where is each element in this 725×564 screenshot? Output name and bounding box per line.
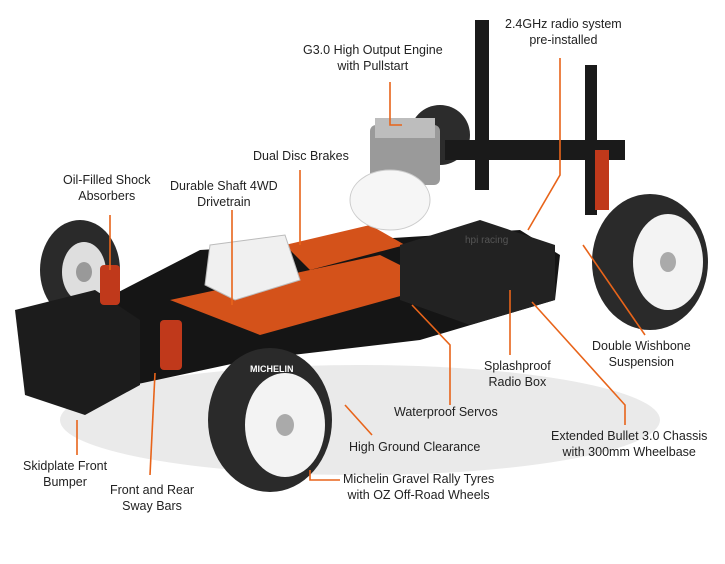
fuel-tank xyxy=(204,234,301,301)
leader-lines xyxy=(76,58,646,481)
leader-wishbone xyxy=(582,244,646,336)
shock-towers xyxy=(445,20,625,215)
leader-sway-bars xyxy=(149,372,156,476)
label-servos: Waterproof Servos xyxy=(394,405,498,419)
label-disc-brakes: Dual Disc Brakes xyxy=(253,149,349,163)
front-wheel xyxy=(208,348,332,492)
radio-box-shape xyxy=(400,220,555,325)
leader-radio-system xyxy=(527,58,561,231)
right-side-wheel xyxy=(592,194,708,330)
front-shocks xyxy=(100,265,182,370)
leader-engine xyxy=(389,82,402,126)
label-clearance: High Ground Clearance xyxy=(349,440,481,454)
engine xyxy=(349,118,440,231)
leader-servos xyxy=(411,304,451,405)
ground-shadow xyxy=(60,365,660,475)
front-bumper xyxy=(15,290,140,415)
leader-clearance xyxy=(344,404,373,436)
leader-tyres xyxy=(309,470,340,481)
body-logo: hpi racing xyxy=(465,235,508,246)
leader-chassis xyxy=(531,301,626,425)
tyre-brand: MICHELIN xyxy=(250,364,294,374)
